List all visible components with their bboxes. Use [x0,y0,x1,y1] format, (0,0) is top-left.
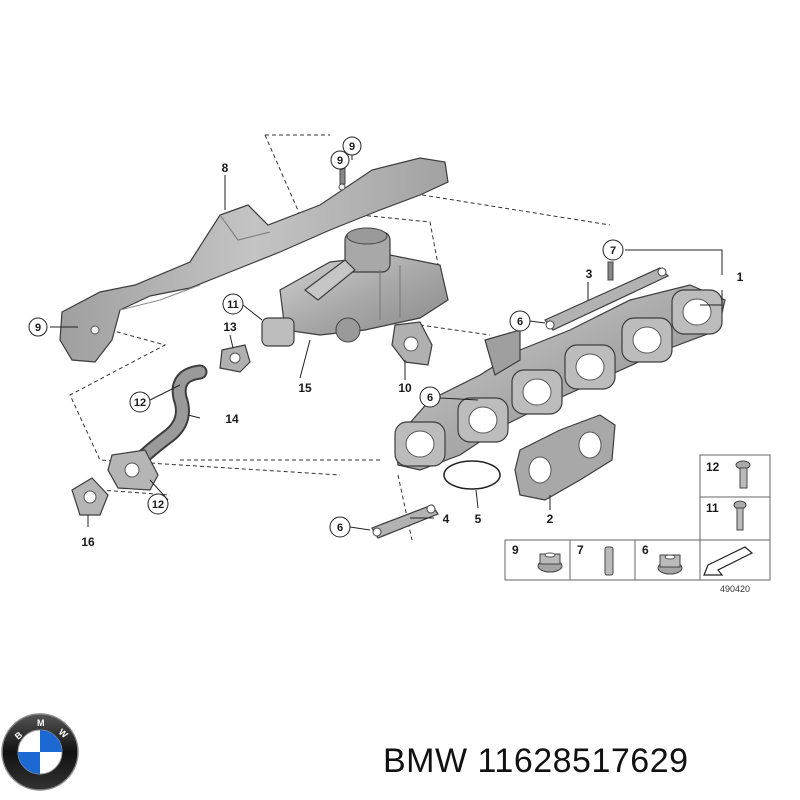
callout-label: 1 [737,270,744,284]
legend-label: 6 [642,543,649,557]
bmw-logo: B M W [1,713,79,791]
egr-pipe-part [107,364,208,491]
callout-6-upper: 6 [509,310,531,332]
gasket-part-10 [391,321,433,366]
heat-shield-part [59,157,449,363]
callout-8: 8 [222,161,229,175]
clamp-part-13 [219,344,251,373]
callout-7: 7 [602,239,624,261]
legend-label: 7 [577,543,584,557]
leader-lines [50,152,723,531]
bolt-11-icon [733,500,747,531]
callout-label: 9 [35,322,41,334]
arrow-icon [703,546,754,576]
callout-label: 4 [443,512,450,526]
callout-9-mid: 9 [330,150,350,170]
nut-9-icon [537,552,563,573]
bolt-12-icon [735,460,751,489]
callout-11: 11 [222,293,244,315]
callout-label: 5 [475,512,482,526]
callout-label: 12 [152,499,164,511]
nut-6-icon [657,554,683,575]
logo-letter: M [37,718,45,728]
diagram-id: 490420 [720,584,750,594]
callout-2: 2 [547,512,554,526]
callout-label: 12 [134,397,146,409]
egr-cooler-part [261,227,449,347]
callout-label: 7 [610,245,616,257]
callout-label: 11 [227,299,239,311]
bracket-part-4 [371,504,439,539]
flange-gasket-part-16 [71,477,109,516]
callout-label: 14 [225,412,239,426]
callout-label: 15 [298,381,312,395]
callout-label: 9 [337,155,343,167]
callout-label: 9 [349,141,355,153]
callout-label: 3 [586,267,593,281]
callout-6-middle: 6 [419,386,441,408]
part-number-caption: BMW 11628517629 [383,742,689,780]
callout-5: 5 [475,512,482,526]
callout-16: 16 [81,535,95,549]
o-ring-part [443,460,501,490]
callout-9-top: 9 [342,136,362,156]
callout-label: 16 [81,535,95,549]
legend-label: 9 [512,543,519,557]
hardware-legend: 12 11 9 7 6 490420 [504,454,771,594]
callout-label: 8 [222,161,229,175]
callout-12-upper: 12 [129,391,151,413]
callout-15: 15 [298,381,312,395]
callout-label: 6 [337,522,343,534]
callout-10: 10 [398,381,412,395]
callout-1: 1 [737,270,744,284]
callout-label: 10 [398,381,412,395]
callout-9-left: 9 [28,317,48,337]
callout-12-lower: 12 [147,493,169,515]
callout-13: 13 [223,320,237,334]
legend-label: 12 [706,460,720,474]
callout-label: 13 [223,320,237,334]
callout-4: 4 [443,512,450,526]
callout-6-lower: 6 [329,516,351,538]
stud-7-icon [604,546,614,576]
callout-label: 6 [427,392,433,404]
logo-letter: B [13,729,25,741]
legend-label: 11 [706,501,719,515]
callout-label: 2 [547,512,554,526]
callout-14: 14 [225,412,239,426]
dashed-reference-lines [69,134,611,541]
callout-label: 6 [517,316,523,328]
callout-3: 3 [586,267,593,281]
manifold-gasket-part [514,414,616,501]
exhaust-manifold-part [394,284,726,471]
bracket-part-3 [544,267,670,331]
